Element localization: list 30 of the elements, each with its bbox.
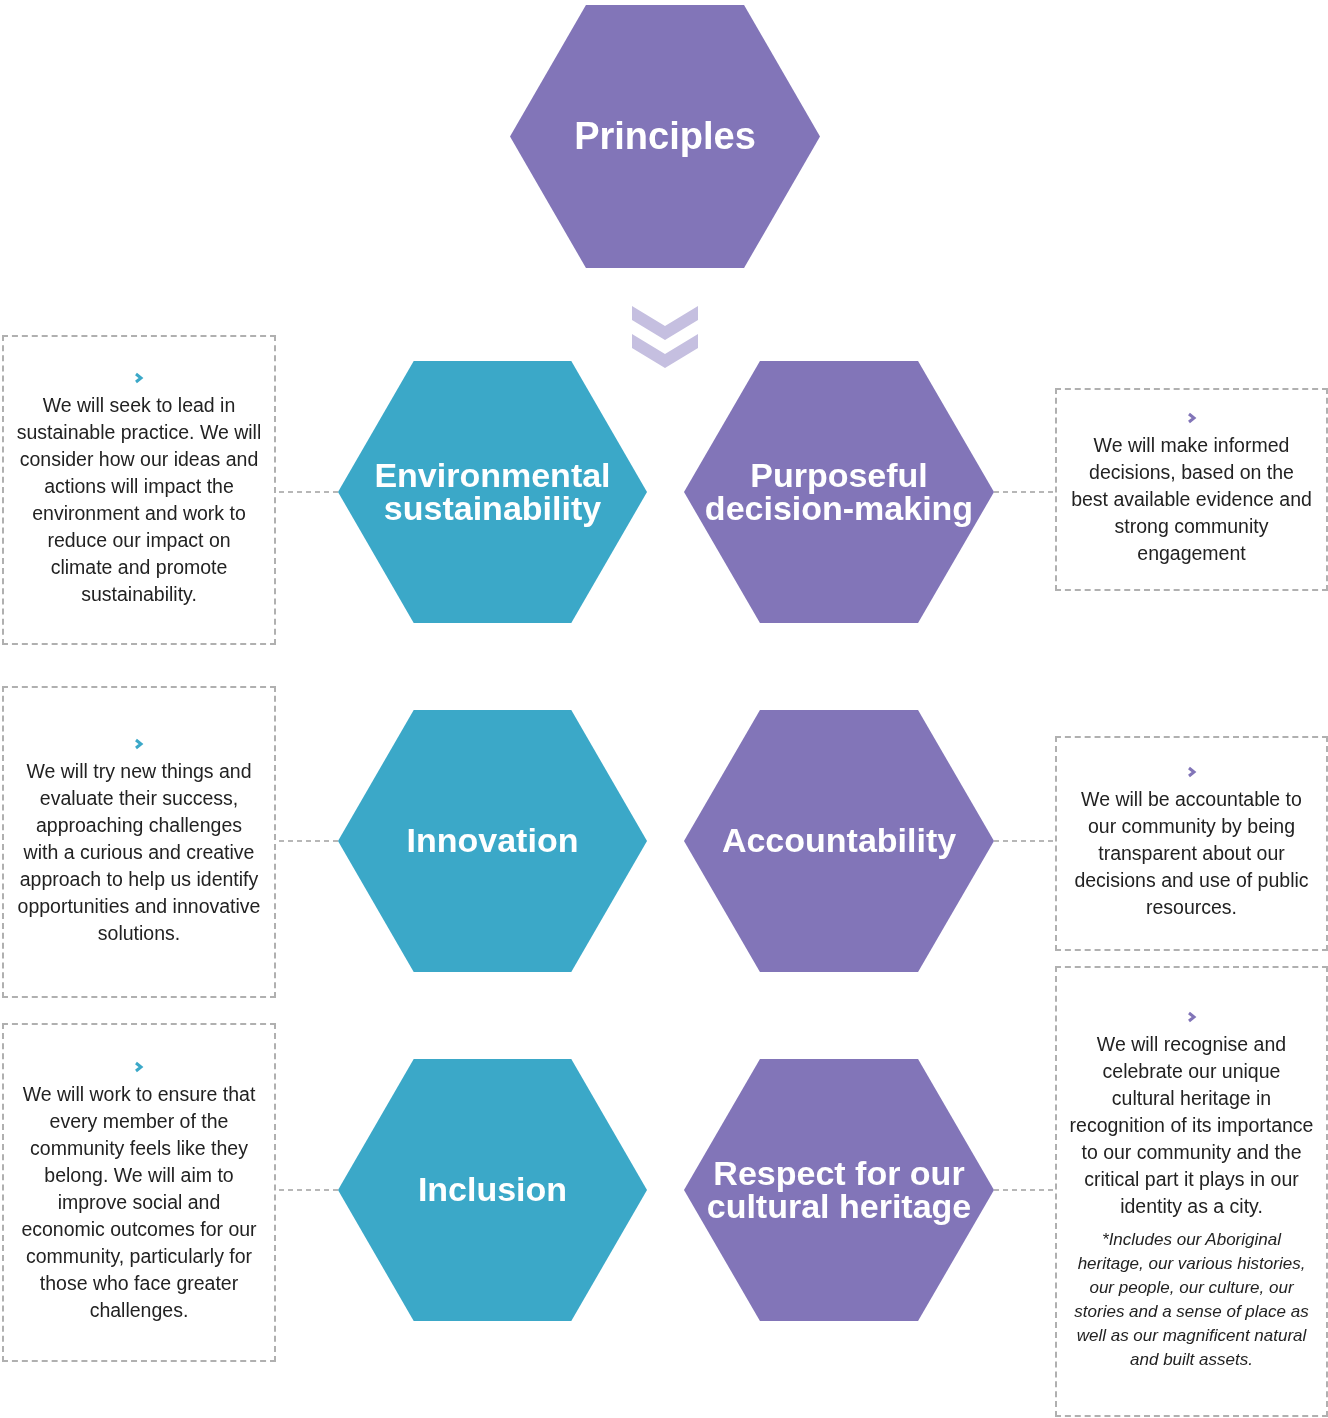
hexagon-label: Accountability — [720, 824, 958, 858]
hexagon-label: Environmental sustainability — [373, 458, 612, 526]
description-text: We will be accountable to our community by being transparent about our decisions and use of public resources. — [1073, 787, 1310, 920]
description-text: We will seek to lead in sustainable practice. We will consider how our ideas and actions will impact the environment and work to reduce our impact on climate and promote sustainability. — [16, 393, 262, 607]
text-card — [1055, 388, 1328, 591]
dashed-connector — [993, 1189, 1056, 1191]
hexagon — [338, 710, 647, 972]
hexagon-label: Respect for our cultural heritage — [705, 1156, 973, 1224]
text-card — [2, 335, 276, 645]
hexagon-label: Principles — [573, 117, 757, 156]
text-card — [1055, 966, 1328, 1417]
dashed-connector — [993, 491, 1056, 493]
hexagon — [338, 1059, 647, 1321]
text-card — [1055, 736, 1328, 951]
description-text: We will work to ensure that every member of the community feels like they belong. We will aim to improve social and economic outcomes for our community, particularly for those who face greater challenges. — [20, 1082, 258, 1323]
footnote-text: *Includes our Aboriginal heritage, our various histories, our people, our culture, our stories and a sense of place as well as our magnificent natural and built assets. — [1073, 1229, 1310, 1371]
description-text: We will recognise and celebrate our unique cultural heritage in recognition of its importance to our community and the critical part it plays in our identity as a city. — [1069, 1032, 1314, 1219]
description-text: We will make informed decisions, based on the best available evidence and strong community engagement — [1070, 433, 1313, 566]
text-card — [2, 686, 276, 998]
hexagon — [684, 361, 994, 623]
hexagon — [510, 5, 820, 268]
text-card — [2, 1023, 276, 1362]
hexagon — [338, 361, 647, 623]
hexagon — [684, 1059, 994, 1321]
hexagon-label: Inclusion — [416, 1173, 569, 1207]
hexagon-label: Innovation — [405, 824, 580, 858]
hexagon — [684, 710, 994, 972]
hexagon-label: Purposeful decision-making — [703, 458, 975, 526]
dashed-connector — [993, 840, 1056, 842]
description-text: We will try new things and evaluate their success, approaching challenges with a curious and creative approach to help us identify opportunities and innovative solutions. — [16, 758, 262, 946]
